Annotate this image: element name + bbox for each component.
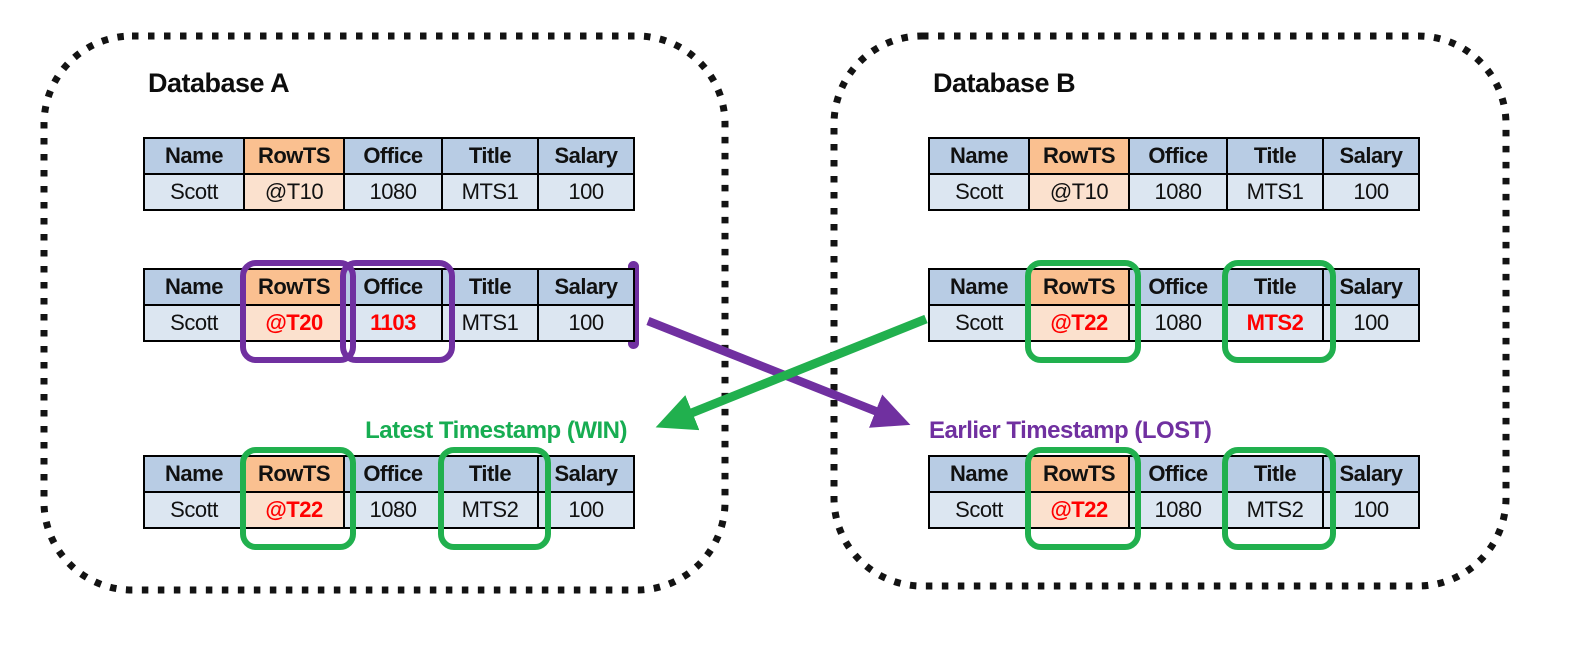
data-cell: 100 <box>538 305 634 341</box>
data-cell: Scott <box>929 174 1029 210</box>
header-cell: Name <box>929 456 1029 492</box>
data-cell-changed: MTS2 <box>1227 305 1323 341</box>
data-cell: MTS1 <box>1227 174 1323 210</box>
database-a-title: Database A <box>148 68 290 98</box>
data-cell: MTS2 <box>1227 492 1323 528</box>
data-cell-changed: @T22 <box>1029 305 1129 341</box>
data-cell: 100 <box>538 492 634 528</box>
data-cell: Scott <box>144 305 244 341</box>
green-replication-arrow <box>655 314 928 431</box>
green-highlight-rowts-b-update <box>1025 260 1141 363</box>
data-cell: 1080 <box>1129 492 1227 528</box>
header-cell: Salary <box>538 138 634 174</box>
header-cell: Office <box>1129 138 1227 174</box>
data-cell: Scott <box>929 305 1029 341</box>
header-cell: Name <box>144 456 244 492</box>
header-cell: RowTS <box>1029 138 1129 174</box>
database-a-table-local-update: Name RowTS Office Title Salary Scott @T2… <box>143 268 635 342</box>
data-cell: Scott <box>144 174 244 210</box>
green-highlight-title-a-resolved <box>438 447 551 550</box>
header-cell: RowTS <box>244 269 344 305</box>
header-cell: Name <box>144 138 244 174</box>
earlier-timestamp-lost-label: Earlier Timestamp (LOST) <box>929 417 1212 444</box>
data-cell: MTS1 <box>442 174 538 210</box>
header-cell: Title <box>1227 456 1323 492</box>
header-cell: Office <box>344 456 442 492</box>
data-cell: MTS1 <box>442 305 538 341</box>
database-a-table-original: Name RowTS Office Title Salary Scott @T1… <box>143 137 635 211</box>
green-highlight-rowts-b-resolved <box>1025 447 1141 550</box>
header-cell: Office <box>344 138 442 174</box>
header-cell: Office <box>1129 456 1227 492</box>
header-cell: Name <box>929 269 1029 305</box>
data-cell: Scott <box>929 492 1029 528</box>
data-cell: 100 <box>1323 492 1419 528</box>
header-cell: Office <box>344 269 442 305</box>
purple-highlight-rowts-a <box>240 260 356 363</box>
data-cell: @T10 <box>244 174 344 210</box>
header-cell: Title <box>442 269 538 305</box>
header-cell: Title <box>1227 138 1323 174</box>
header-cell: RowTS <box>244 138 344 174</box>
header-cell: Title <box>442 456 538 492</box>
data-cell-changed: @T22 <box>244 492 344 528</box>
header-cell: RowTS <box>1029 269 1129 305</box>
data-cell-changed: @T20 <box>244 305 344 341</box>
data-cell: @T10 <box>1029 174 1129 210</box>
data-cell: 100 <box>1323 174 1419 210</box>
database-b-table-local-update: Name RowTS Office Title Salary Scott @T2… <box>928 268 1420 342</box>
header-cell: Salary <box>1323 456 1419 492</box>
data-cell: 1080 <box>344 492 442 528</box>
database-b-title: Database B <box>933 68 1076 98</box>
header-cell: Salary <box>1323 269 1419 305</box>
database-b-table-resolved: Name RowTS Office Title Salary Scott @T2… <box>928 455 1420 529</box>
data-cell-changed: @T22 <box>1029 492 1129 528</box>
header-cell: Salary <box>538 456 634 492</box>
header-cell: Title <box>442 138 538 174</box>
green-highlight-title-b-resolved <box>1222 447 1336 550</box>
purple-replication-arrow <box>646 317 911 428</box>
purple-highlight-office-a <box>340 260 455 363</box>
latest-timestamp-win-label: Latest Timestamp (WIN) <box>365 417 627 444</box>
header-cell: RowTS <box>1029 456 1129 492</box>
data-cell-changed: 1103 <box>344 305 442 341</box>
header-cell: Salary <box>1323 138 1419 174</box>
header-cell: Office <box>1129 269 1227 305</box>
header-cell: RowTS <box>244 456 344 492</box>
data-cell: 1080 <box>1129 305 1227 341</box>
data-cell: 1080 <box>1129 174 1227 210</box>
data-cell: 1080 <box>344 174 442 210</box>
header-cell: Salary <box>538 269 634 305</box>
header-cell: Name <box>144 269 244 305</box>
data-cell: 100 <box>1323 305 1419 341</box>
green-highlight-title-b-update <box>1222 260 1336 363</box>
data-cell: MTS2 <box>442 492 538 528</box>
data-cell: 100 <box>538 174 634 210</box>
header-cell: Name <box>929 138 1029 174</box>
database-b-table-original: Name RowTS Office Title Salary Scott @T1… <box>928 137 1420 211</box>
green-highlight-rowts-a-resolved <box>240 447 356 550</box>
data-cell: Scott <box>144 492 244 528</box>
database-a-table-resolved: Name RowTS Office Title Salary Scott @T2… <box>143 455 635 529</box>
